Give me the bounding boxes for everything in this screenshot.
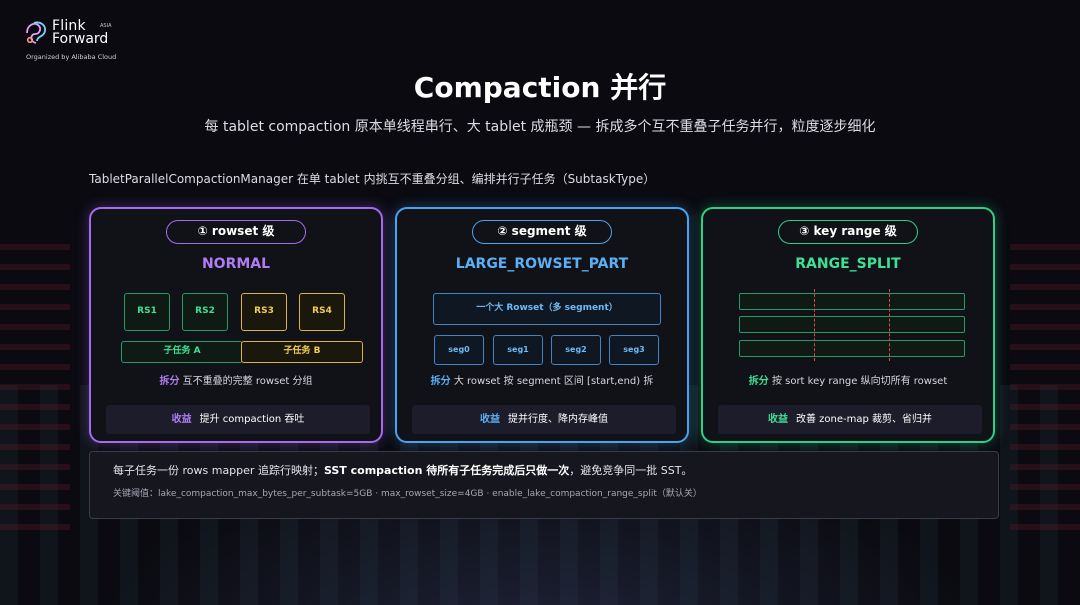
intro-text: TabletParallelCompactionManager 在单 table… [89,172,656,186]
rowset-row [739,293,965,310]
gain-box: 收益改善 zone-map 裁剪、省归并 [718,405,982,434]
segment-box: seg3 [609,335,659,365]
flink-logo-icon [26,21,46,44]
gain-text: 提升 compaction 吞吐 [199,414,305,425]
logo-brand-line1: Flink [52,18,86,34]
note-line1-a: 每子任务一份 rows mapper 追踪行映射； [113,464,324,477]
rowset-row [739,316,965,333]
note-line2: 关键阈值：lake_compaction_max_bytes_per_subta… [113,489,702,499]
split-text: 互不重叠的完整 rowset 分组 [182,376,313,387]
card-key-range-level: ③ key range 级 RANGE_SPLIT 拆分 按 sort key … [701,207,995,443]
note-line1-emphasis: SST compaction 待所有子任务完成后只做一次 [323,464,570,477]
card-rowset-level: ① rowset 级 NORMAL RS1 RS2 RS3 RS4 子任务 A … [89,207,383,443]
rowset-box: RS4 [299,293,345,331]
note-line1: 每子任务一份 rows mapper 追踪行映射；SST compaction … [113,462,692,478]
split-label: 拆分 [159,376,180,387]
big-rowset-box: 一个大 Rowset（多 segment） [433,293,661,325]
card-level-pill: ③ key range 级 [778,220,918,244]
rowset-box: RS3 [241,293,287,331]
subtask-box: 子任务 A [121,341,243,363]
split-text: 大 rowset 按 segment 区间 [start,end) 拆 [453,376,654,387]
background-left-decor [0,230,70,530]
range-split-line [889,289,890,361]
segment-box: seg1 [493,335,543,365]
rowset-row [739,340,965,357]
segment-box: seg2 [551,335,601,365]
logo-region: ASIA [100,23,112,29]
subtask-type-label: NORMAL [201,256,271,272]
subtask-box: 子任务 B [241,341,363,363]
card-level-pill: ① rowset 级 [166,220,306,244]
gain-box: 收益提升 compaction 吞吐 [106,405,370,434]
card-level-pill: ② segment 级 [472,220,612,244]
gain-box: 收益提并行度、降内存峰值 [412,405,676,434]
split-description: 拆分 按 sort key range 纵向切所有 rowset [703,372,993,387]
note-line1-c: ，避免竞争同一批 SST。 [569,464,693,477]
rowset-box: RS2 [182,293,228,331]
split-label: 拆分 [430,376,451,387]
range-split-line [814,289,815,361]
gain-label: 收益 [767,414,788,425]
subtask-type-label: LARGE_ROWSET_PART [455,256,629,272]
segment-box: seg0 [434,335,484,365]
logo-organizer: Organized by Alibaba Cloud [26,53,117,61]
subtask-type-label: RANGE_SPLIT [795,256,901,272]
rowset-box: RS1 [124,293,170,331]
logo-brand-line2: Forward [52,31,109,47]
card-segment-level: ② segment 级 LARGE_ROWSET_PART 一个大 Rowset… [395,207,689,443]
split-label: 拆分 [748,376,769,387]
split-description: 拆分 互不重叠的完整 rowset 分组 [91,372,381,387]
slide-title: Compaction 并行 [413,71,667,104]
split-text: 按 sort key range 纵向切所有 rowset [771,376,948,387]
gain-label: 收益 [480,414,500,425]
note-box: 每子任务一份 rows mapper 追踪行映射；SST compaction … [89,451,999,519]
gain-label: 收益 [171,414,192,425]
gain-text: 改善 zone-map 裁剪、省归并 [795,414,933,425]
slide-subtitle: 每 tablet compaction 原本单线程串行、大 tablet 成瓶颈… [204,119,876,135]
gain-text: 提并行度、降内存峰值 [508,414,608,425]
split-description: 拆分 大 rowset 按 segment 区间 [start,end) 拆 [397,372,687,387]
background-right-decor [1010,230,1080,530]
